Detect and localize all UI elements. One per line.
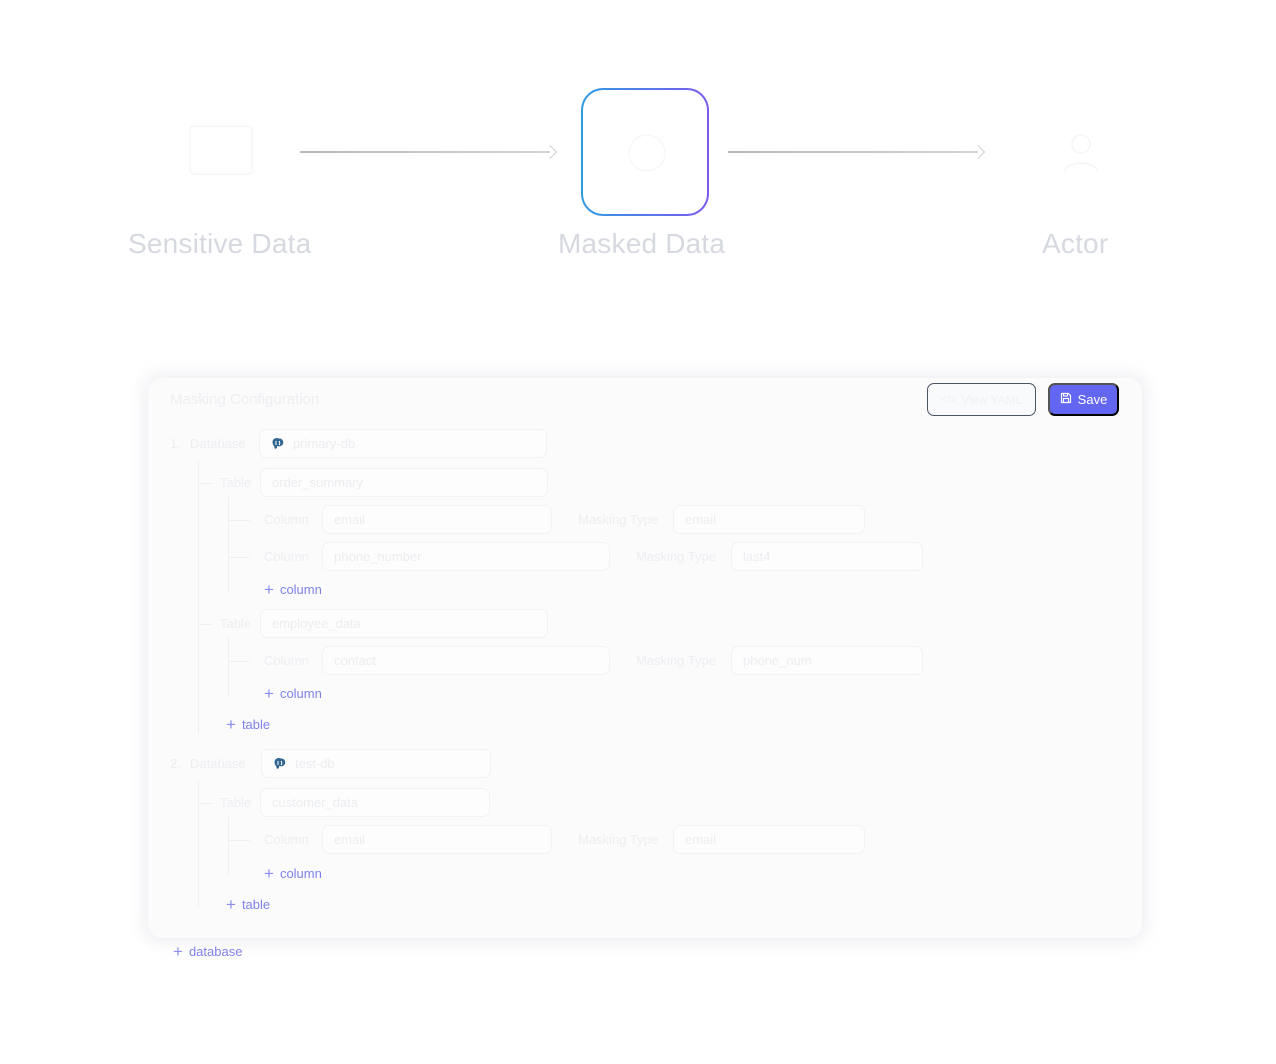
column-label: Column [264, 653, 309, 668]
tree-line [198, 803, 212, 804]
table-select[interactable]: order_summary [260, 468, 548, 497]
table-name: customer_data [272, 795, 358, 810]
tree-line [228, 661, 250, 662]
arrow-sensitive-to-masked [300, 144, 558, 160]
database-name: test-db [295, 756, 335, 771]
add-column-button[interactable]: + column [264, 684, 322, 703]
column-name: email [334, 512, 366, 527]
mask-icon [617, 128, 677, 183]
database-label: Database [190, 436, 246, 451]
save-button[interactable]: Save [1048, 383, 1119, 416]
tree-line [228, 497, 229, 592]
masking-type-select[interactable]: last4 [731, 542, 923, 571]
add-database-button[interactable]: + database [173, 942, 243, 961]
masking-type-select[interactable]: phone_num [731, 646, 923, 675]
column-name: contact [334, 653, 376, 668]
column-select[interactable]: phone_number [322, 542, 610, 571]
add-column-label: column [279, 582, 322, 597]
plus-icon: + [173, 942, 183, 961]
column-label: Column [264, 549, 309, 564]
save-label: Save [1077, 392, 1108, 407]
database-label: Database [190, 756, 246, 771]
postgresql-icon [271, 437, 285, 451]
masking-type-value: email [685, 512, 717, 527]
code-icon: </> [940, 393, 957, 406]
add-database-label: database [188, 944, 243, 959]
table-label: Table [220, 795, 252, 810]
table-select[interactable]: employee_data [260, 609, 548, 638]
tree-line [228, 817, 229, 875]
column-select[interactable]: email [322, 825, 552, 854]
masking-type-label: Masking Type [578, 832, 658, 847]
add-table-button[interactable]: + table [226, 715, 271, 734]
tree-line [198, 462, 199, 734]
database-index: 1. [170, 436, 181, 451]
save-icon [1060, 392, 1072, 407]
add-table-label: table [241, 897, 271, 912]
add-table-label: table [241, 717, 271, 732]
masked-data-node [581, 88, 709, 216]
plus-icon: + [264, 864, 274, 883]
database-name: primary-db [293, 436, 356, 451]
table-label: Table [220, 475, 252, 490]
masking-type-label: Masking Type [636, 549, 716, 564]
tree-line [198, 782, 199, 906]
tree-line [198, 624, 212, 625]
view-yaml-label: View YAML [961, 392, 1023, 407]
add-column-button[interactable]: + column [264, 864, 322, 883]
table-name: order_summary [272, 475, 364, 490]
database-icon [188, 122, 254, 183]
table-name: employee_data [272, 616, 361, 631]
column-select[interactable]: email [322, 505, 552, 534]
masking-type-value: phone_num [743, 653, 812, 668]
column-label: Column [264, 832, 309, 847]
column-select[interactable]: contact [322, 646, 610, 675]
add-column-label: column [279, 686, 322, 701]
masked-data-label: Masked Data [558, 228, 726, 259]
arrow-masked-to-actor [728, 144, 986, 160]
column-label: Column [264, 512, 309, 527]
add-table-button[interactable]: + table [226, 895, 271, 914]
tree-line [228, 840, 250, 841]
database-index: 2. [170, 756, 181, 771]
masking-type-value: last4 [743, 549, 771, 564]
masking-type-select[interactable]: email [673, 505, 865, 534]
user-icon [1056, 128, 1106, 183]
tree-line [228, 638, 229, 696]
masking-type-label: Masking Type [578, 512, 658, 527]
add-column-button[interactable]: + column [264, 580, 322, 599]
actor-label: Actor [1042, 228, 1109, 259]
masking-type-label: Masking Type [636, 653, 716, 668]
database-select[interactable]: test-db [261, 749, 491, 778]
table-select[interactable]: customer_data [260, 788, 490, 817]
database-select[interactable]: primary-db [259, 429, 547, 458]
tree-line [198, 483, 212, 484]
sensitive-data-label: Sensitive Data [128, 228, 312, 259]
panel-title: Masking Configuration [170, 391, 320, 408]
masking-type-select[interactable]: email [673, 825, 865, 854]
masking-flow-diagram: Sensitive Data Masked Data Actor [0, 0, 1276, 300]
tree-line [228, 520, 250, 521]
masking-type-value: email [685, 832, 717, 847]
plus-icon: + [264, 580, 274, 599]
postgresql-icon [273, 757, 287, 771]
plus-icon: + [264, 684, 274, 703]
plus-icon: + [226, 715, 236, 734]
table-label: Table [220, 616, 252, 631]
plus-icon: + [226, 895, 236, 914]
column-name: email [334, 832, 366, 847]
tree-line [228, 557, 250, 558]
add-column-label: column [279, 866, 322, 881]
column-name: phone_number [334, 549, 422, 564]
view-yaml-button[interactable]: </> View YAML [927, 383, 1036, 416]
